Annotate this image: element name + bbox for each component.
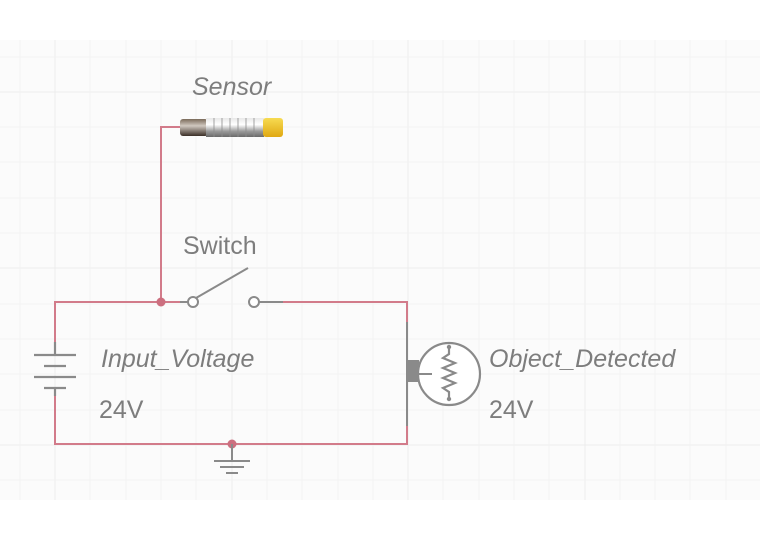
sensor-tip xyxy=(263,118,283,137)
grid-lines xyxy=(0,40,760,500)
wire-top-left[interactable] xyxy=(54,301,180,342)
sensor-connector xyxy=(180,119,208,136)
switch-label: Switch xyxy=(183,232,257,260)
wire-top-right[interactable] xyxy=(283,301,408,322)
lamp-component[interactable] xyxy=(406,322,482,426)
switch-component[interactable] xyxy=(180,267,283,308)
grid-lines-fine xyxy=(0,40,760,500)
junction-dot xyxy=(156,297,166,307)
battery-label: Input_Voltage xyxy=(101,345,254,373)
lamp-filament xyxy=(440,348,458,398)
battery-value: 24V xyxy=(99,396,144,424)
wires xyxy=(54,126,408,445)
lamp-value: 24V xyxy=(489,396,534,424)
lamp-label: Object_Detected xyxy=(489,345,676,373)
sensor-body xyxy=(206,118,264,137)
battery-component[interactable] xyxy=(34,342,76,396)
sensor-component[interactable] xyxy=(180,118,283,137)
wire-sensor[interactable] xyxy=(160,126,180,302)
grid-board xyxy=(0,40,760,500)
sensor-label: Sensor xyxy=(192,73,273,101)
ground-symbol[interactable] xyxy=(214,444,250,474)
